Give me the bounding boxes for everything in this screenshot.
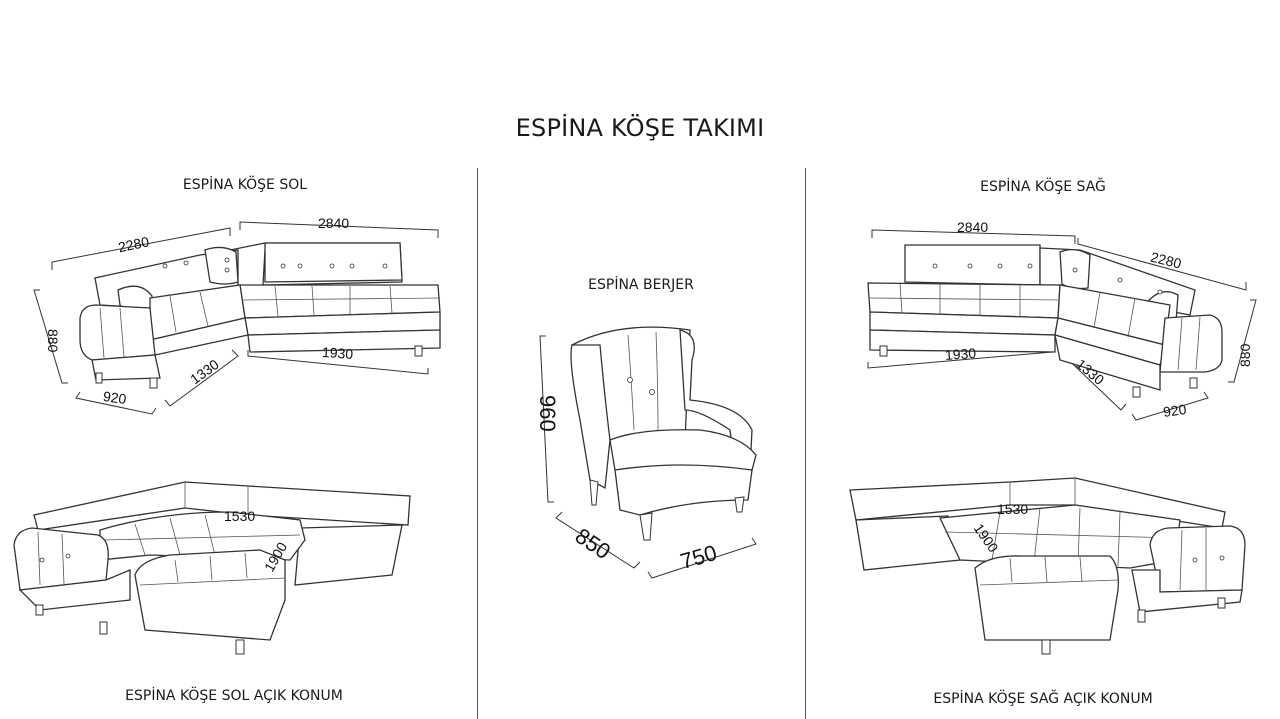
dim-berjer-960: 960: [535, 395, 560, 432]
page-title: ESPİNA KÖŞE TAKIMI: [515, 114, 765, 142]
sofa-left-open-drawing: 1530 1900: [13, 481, 411, 655]
dim-sag-920: 920: [1162, 401, 1188, 420]
dim-sol-1330: 1330: [187, 356, 222, 387]
dim-sol-2840: 2840: [318, 215, 349, 231]
sofa-left-drawing: 2280 2840 880 920 1330 1930: [33, 215, 441, 415]
caption-berjer: ESPİNA BERJER: [588, 277, 694, 293]
sofa-right-open-drawing: 1530 1900: [849, 477, 1246, 655]
dim-sag-open-1530: 1530: [997, 501, 1028, 517]
dim-sol-920: 920: [102, 388, 128, 407]
dim-sol-open-1530: 1530: [224, 508, 255, 524]
dim-sag-1930: 1930: [944, 345, 976, 363]
dim-sag-2280: 2280: [1149, 249, 1183, 272]
dim-sag-2840: 2840: [957, 219, 988, 235]
caption-kose-sag-acik: ESPİNA KÖŞE SAĞ AÇIK KONUM: [933, 691, 1153, 707]
dim-sol-1930: 1930: [322, 344, 354, 362]
sofa-right-drawing: 2840 2280 880 1930 1330 920: [867, 219, 1257, 421]
dim-sag-880: 880: [1237, 343, 1253, 367]
dim-sol-880: 880: [45, 329, 61, 353]
dim-berjer-750: 750: [677, 540, 719, 574]
divider-right: [805, 168, 806, 719]
caption-kose-sol-acik: ESPİNA KÖŞE SOL AÇIK KONUM: [125, 688, 343, 704]
caption-kose-sag: ESPİNA KÖŞE SAĞ: [980, 179, 1106, 195]
berjer-drawing: 960 850 750: [535, 326, 757, 579]
dim-sol-2280: 2280: [117, 233, 151, 255]
caption-kose-sol: ESPİNA KÖŞE SOL: [182, 177, 308, 193]
dim-berjer-850: 850: [571, 523, 615, 564]
divider-left: [477, 168, 478, 719]
